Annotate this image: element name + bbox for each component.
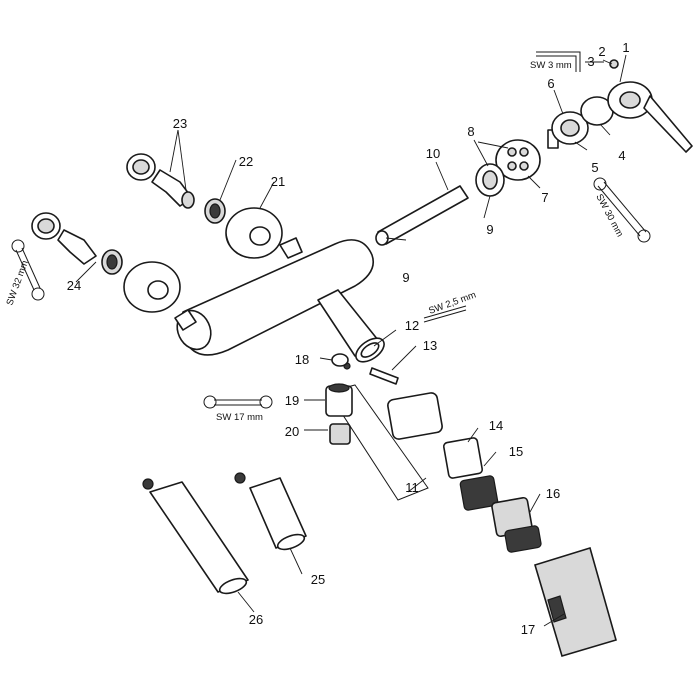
callout-3: 3 xyxy=(587,54,594,69)
part-18-oring xyxy=(331,353,349,367)
tool-label-sw17: SW 17 mm xyxy=(216,412,263,423)
callout-24: 24 xyxy=(67,278,81,293)
part-24-eccentric-union xyxy=(31,212,123,275)
part-14-sleeve xyxy=(442,437,484,479)
callout-4: 4 xyxy=(618,148,625,163)
callout-18: 18 xyxy=(295,352,309,367)
part-2-screw xyxy=(609,59,619,69)
part-22-check-valve xyxy=(204,198,226,224)
mixer-body xyxy=(174,237,385,363)
tool-label-sw25: SW 2,5 mm xyxy=(427,289,477,316)
callout-12: 12 xyxy=(405,318,419,333)
tool-label-sw32: SW 32 mm xyxy=(4,259,30,307)
callout-9a: 9 xyxy=(486,222,493,237)
callout-25: 25 xyxy=(311,572,325,587)
callout-11: 11 xyxy=(405,480,419,495)
part-16-filter xyxy=(491,496,542,553)
part-20-aerator-insert xyxy=(329,423,351,445)
callout-21: 21 xyxy=(271,174,285,189)
callout-16: 16 xyxy=(546,486,560,501)
callout-13: 13 xyxy=(423,338,437,353)
callout-10: 10 xyxy=(426,146,440,161)
part-15-insert xyxy=(459,475,499,511)
wrench-sw30-icon xyxy=(593,177,651,243)
hex-key-3mm-icon xyxy=(536,51,581,72)
part-17-aerator xyxy=(534,546,617,657)
callout-5: 5 xyxy=(591,160,598,175)
part-26-cartridge xyxy=(142,478,249,595)
part-1-lever-handle xyxy=(607,81,693,153)
part-21b-rosette xyxy=(123,261,181,313)
leader-lines xyxy=(75,54,627,627)
hex-key-2-5mm-icon xyxy=(423,305,467,323)
part-6-ring xyxy=(551,111,589,145)
callout-23: 23 xyxy=(173,116,187,131)
wrench-sw32-icon xyxy=(11,239,45,301)
callout-26: 26 xyxy=(249,612,263,627)
callout-20: 20 xyxy=(285,424,299,439)
part-19-adapter xyxy=(325,383,353,417)
part-21-rosette xyxy=(225,207,283,259)
part-13-spindle xyxy=(369,367,399,385)
part-10-pipe xyxy=(375,185,469,246)
callout-7: 7 xyxy=(541,190,548,205)
callout-6: 6 xyxy=(547,76,554,91)
part-7-cartridge xyxy=(495,129,559,181)
part-23-eccentric-union xyxy=(126,153,195,209)
callout-8: 8 xyxy=(467,124,474,139)
callout-19: 19 xyxy=(285,393,299,408)
part-25-cartridge xyxy=(234,472,307,551)
callout-9b: 9 xyxy=(402,270,409,285)
wrench-sw17-icon xyxy=(203,395,273,409)
callout-22: 22 xyxy=(239,154,253,169)
callout-15: 15 xyxy=(509,444,523,459)
callout-2: 2 xyxy=(598,44,605,59)
callout-17: 17 xyxy=(521,622,535,637)
callout-14: 14 xyxy=(489,418,503,433)
tool-label-sw3: SW 3 mm xyxy=(530,60,572,71)
callout-1: 1 xyxy=(622,40,629,55)
part-8-seals xyxy=(475,163,505,197)
